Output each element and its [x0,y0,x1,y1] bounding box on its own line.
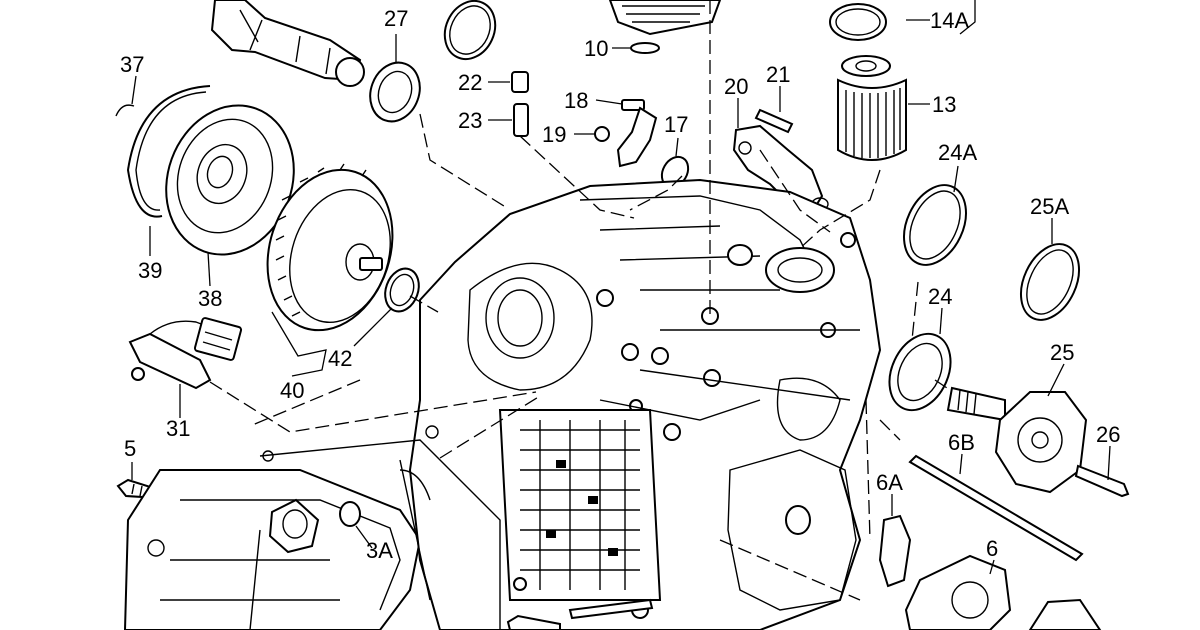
callout-38: 38 [198,286,222,311]
callout-24a: 24A [938,140,977,165]
callout-40: 40 [280,378,304,403]
o-ring-upper [443,0,497,61]
callout-42: 42 [328,346,352,371]
bolt-22 [511,71,529,137]
o-ring-42 [384,267,420,313]
callout-27: 27 [384,6,408,31]
seal-24 [888,332,952,412]
oil-filter-13 [837,55,907,161]
filter-housing-top [608,0,722,54]
callout-18: 18 [564,88,588,113]
callout-25: 25 [1050,340,1074,365]
callout-31: 31 [166,416,190,441]
bracket-17-18-19 [594,99,690,189]
callout-3a: 3A [366,538,393,563]
snap-ring-39 [126,85,211,218]
transmission-housing [259,178,882,630]
callout-25a: 25A [1030,194,1069,219]
stud-6b [908,454,1084,562]
sensor-31 [128,317,243,390]
circlip-37 [115,104,135,117]
ring-24a [903,184,967,266]
dual-clutch-40 [266,163,394,332]
callout-37: 37 [120,52,144,77]
callout-22: 22 [458,70,482,95]
seal-27 [369,61,421,123]
callout-13: 13 [932,92,956,117]
callout-19: 19 [542,122,566,147]
pipe-3a [268,498,361,554]
callout-14a: 14A [930,8,969,33]
callout-labels: 37 39 38 40 42 31 5 3A 27 10 22 23 18 19… [120,6,1120,563]
callout-17: 17 [664,112,688,137]
ring-25a [1019,243,1081,321]
drive-shaft-upper-left [210,0,365,87]
cover-6 [878,514,1102,630]
callout-6b: 6B [948,430,975,455]
callout-20: 20 [724,74,748,99]
callout-6: 6 [986,536,998,561]
callout-26: 26 [1096,422,1120,447]
assembly-lines [209,0,951,601]
callout-24: 24 [928,284,952,309]
callout-21: 21 [766,62,790,87]
callout-6a: 6A [876,470,903,495]
callout-23: 23 [458,108,482,133]
leader-lines [131,19,1111,575]
ring-14a [829,0,976,41]
flange-shaft-25 [946,386,1130,498]
callout-5: 5 [124,436,136,461]
callout-10: 10 [584,36,608,61]
callout-39: 39 [138,258,162,283]
